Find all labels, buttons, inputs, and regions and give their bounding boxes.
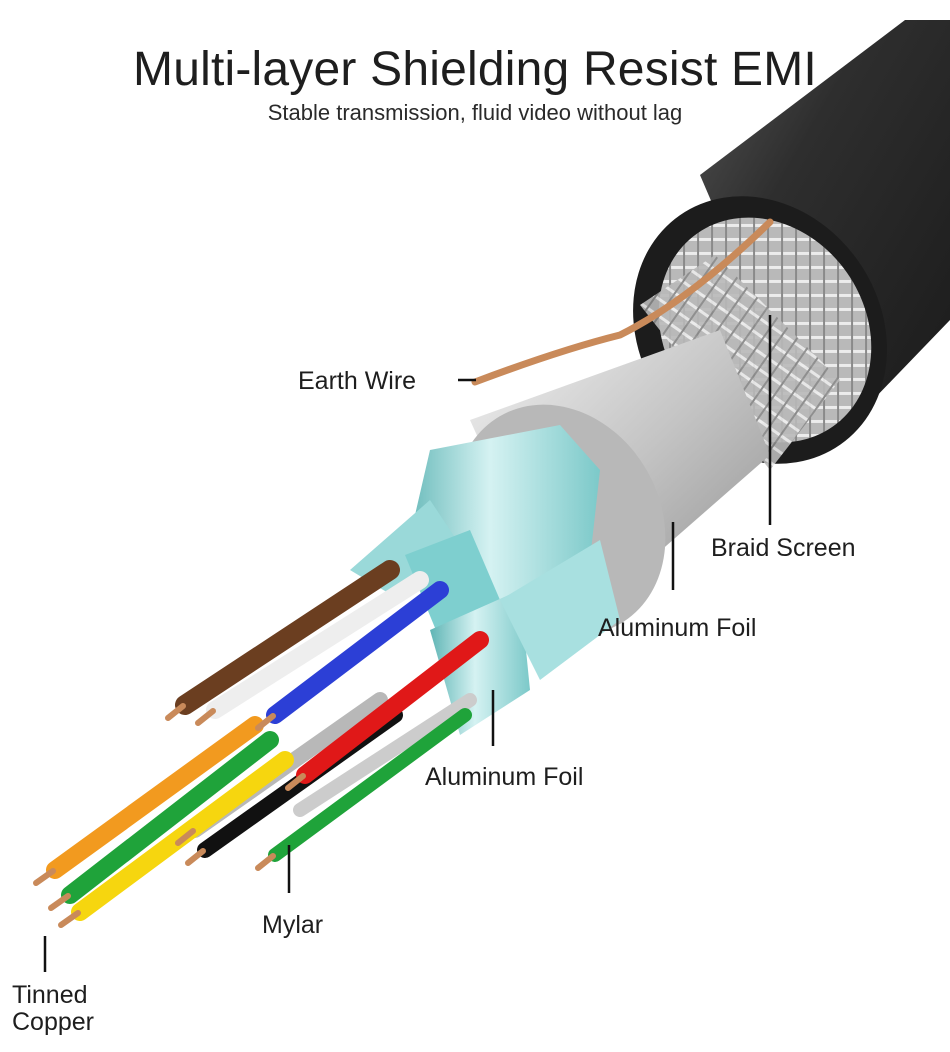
conductor-wires xyxy=(33,560,489,928)
label-tinned-copper: Tinned Copper xyxy=(12,982,94,1036)
label-braid-screen: Braid Screen xyxy=(711,534,856,562)
label-mylar: Mylar xyxy=(262,911,324,939)
label-tinned-copper-line1: Tinned xyxy=(12,981,88,1009)
label-tinned-copper-line2: Copper xyxy=(12,1008,94,1036)
page-title: Multi-layer Shielding Resist EMI xyxy=(133,43,817,96)
page-subtitle: Stable transmission, fluid video without… xyxy=(267,100,683,125)
label-earth-wire: Earth Wire xyxy=(298,367,417,395)
leader-lines xyxy=(43,315,772,972)
label-aluminum-foil-outer: Aluminum Foil xyxy=(598,614,757,642)
earth-wire xyxy=(471,218,774,386)
label-aluminum-foil-inner: Aluminum Foil xyxy=(425,763,584,791)
